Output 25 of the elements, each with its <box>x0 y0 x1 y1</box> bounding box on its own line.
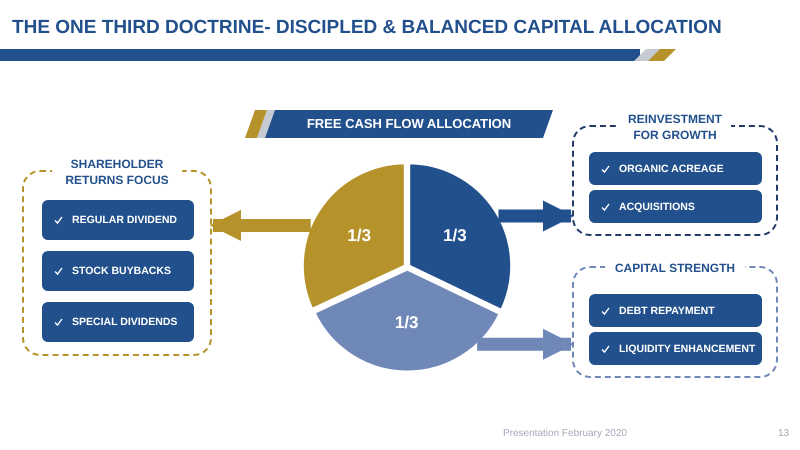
page-number: 13 <box>778 428 790 439</box>
list-item-box <box>589 190 762 223</box>
block-arrow <box>498 200 574 232</box>
item-text: DEBT REPAYMENT <box>619 304 715 316</box>
footer-text: Presentation February 2020 <box>503 428 627 439</box>
list-item-box <box>589 332 762 365</box>
list-item-box <box>589 152 762 185</box>
list-item-box <box>42 200 194 240</box>
item-text: STOCK BUYBACKS <box>72 265 171 277</box>
block-arrow <box>477 328 574 360</box>
item-text: REGULAR DIVIDEND <box>72 214 178 226</box>
item-text: ORGANIC ACREAGE <box>619 162 724 174</box>
item-text: LIQUIDITY ENHANCEMENT <box>619 342 756 354</box>
banner-text: FREE CASH FLOW ALLOCATION <box>306 116 512 131</box>
slice-label: 1/3 <box>442 226 468 246</box>
pie-slice <box>407 164 510 312</box>
list-item-box <box>42 251 194 291</box>
slice-label: 1/3 <box>346 226 372 246</box>
item-text: ACQUISITIONS <box>619 200 695 212</box>
slide-title: THE ONE THIRD DOCTRINE- DISCIPLED & BALANCED CAPITAL ALLOCATION <box>12 17 722 39</box>
item-text: SPECIAL DIVIDENDS <box>72 316 178 328</box>
block-arrow <box>210 210 311 242</box>
list-item-box <box>589 294 762 327</box>
slice-label: 1/3 <box>394 312 420 333</box>
list-item-box <box>42 302 194 342</box>
